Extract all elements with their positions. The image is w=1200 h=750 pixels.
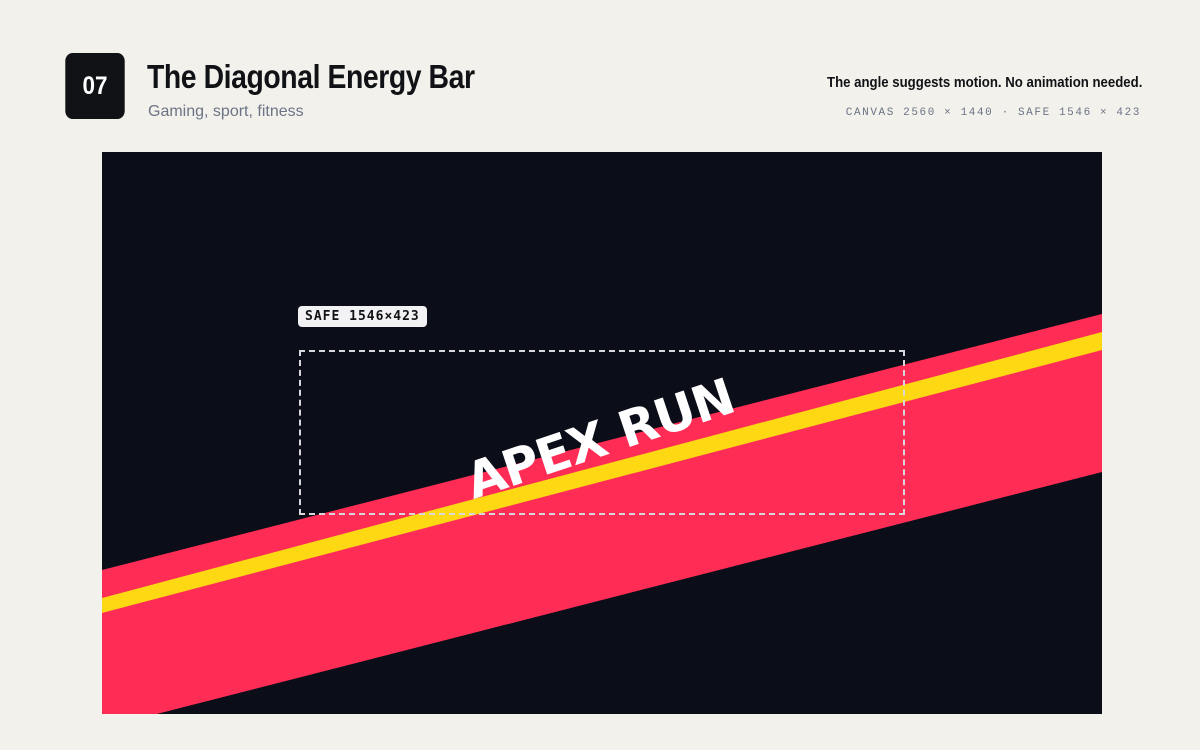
safe-area-label: SAFE 1546×423 (298, 306, 427, 327)
tagline: The angle suggests motion. No animation … (826, 74, 1142, 91)
accent-stripe (102, 332, 1102, 613)
page-subtitle: Gaming, sport, fitness (148, 103, 304, 120)
page-title: The Diagonal Energy Bar (147, 58, 475, 95)
safe-area-outline (299, 350, 905, 515)
canvas-spec: CANVAS 2560 × 1440 · SAFE 1546 × 423 (845, 107, 1141, 119)
section-number-badge: 07 (65, 53, 125, 119)
banner-canvas: SAFE 1546×423 APEX RUN (102, 152, 1102, 714)
